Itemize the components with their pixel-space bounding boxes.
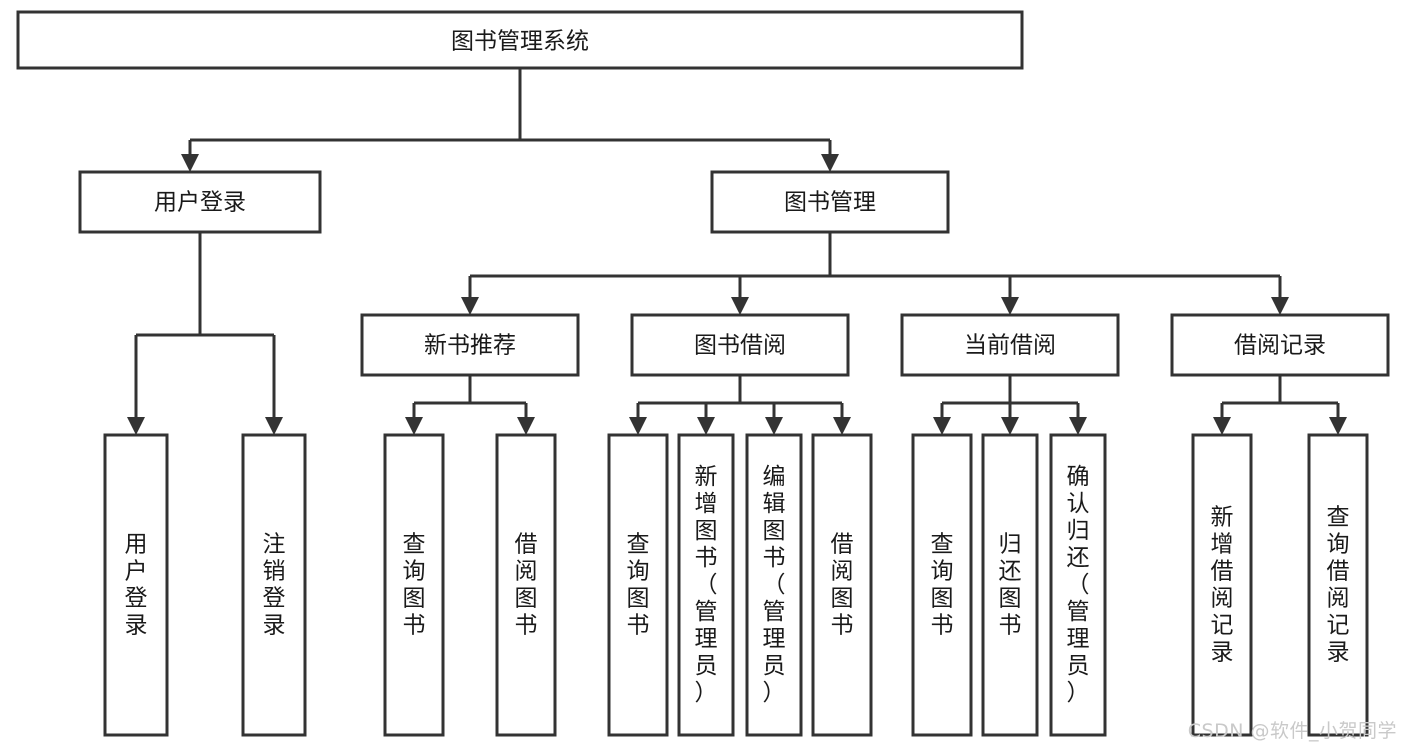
leaf-add-record-box[interactable] (1191, 433, 1253, 737)
node-current-borrow-box[interactable] (900, 313, 1120, 377)
node-root[interactable]: 图书管理系统 (16, 10, 1024, 70)
arrow-to-leaf-user-logout (265, 417, 283, 435)
arrow-to-book-admin (821, 154, 839, 172)
leaf-query-book-2[interactable]: 查询图书 (607, 433, 669, 737)
arrow-to-book-borrow (731, 297, 749, 315)
leaf-borrow-book-1-box[interactable] (495, 433, 557, 737)
leaf-borrow-book-1[interactable]: 借阅图书 (495, 433, 557, 737)
leaf-borrow-book-1-label: 借阅图书 (515, 531, 538, 638)
leaf-confirm-return[interactable]: 确认归还（管理员） (1049, 433, 1107, 737)
leaf-add-book-label: 新增图书（管理员） (695, 464, 718, 706)
node-book-admin[interactable]: 图书管理 (710, 170, 950, 234)
leaf-add-book[interactable]: 新增图书（管理员） (677, 433, 735, 737)
arrow-to-leaf-edit-book (765, 417, 783, 435)
node-new-book-rec-label: 新书推荐 (424, 333, 516, 359)
node-borrow-record-label: 借阅记录 (1234, 333, 1326, 359)
node-user-login[interactable]: 用户登录 (78, 170, 322, 234)
arrow-to-leaf-add-record (1213, 417, 1231, 435)
node-book-borrow[interactable]: 图书借阅 (630, 313, 850, 377)
leaf-borrow-book-2-box[interactable] (811, 433, 873, 737)
leaf-user-logout[interactable]: 注销登录 (241, 433, 307, 737)
leaf-user-logout-label: 注销登录 (263, 531, 286, 638)
leaf-add-record[interactable]: 新增借阅记录 (1191, 433, 1253, 737)
node-book-admin-label: 图书管理 (784, 190, 876, 216)
leaf-add-book-box[interactable] (677, 433, 735, 737)
leaf-confirm-return-box[interactable] (1049, 433, 1107, 737)
leaf-user-logout-box[interactable] (241, 433, 307, 737)
leaf-query-book-1[interactable]: 查询图书 (383, 433, 445, 737)
node-current-borrow-label: 当前借阅 (964, 333, 1056, 359)
node-user-login-box[interactable] (78, 170, 322, 234)
node-user-login-label: 用户登录 (154, 190, 246, 216)
leaf-edit-book-box[interactable] (745, 433, 803, 737)
connectors-group (127, 68, 1347, 435)
arrow-to-leaf-query-book-3 (933, 417, 951, 435)
leaf-query-book-1-label: 查询图书 (403, 531, 426, 638)
arrow-to-leaf-return-book (1001, 417, 1019, 435)
arrow-to-leaf-user-login (127, 417, 145, 435)
node-borrow-record[interactable]: 借阅记录 (1170, 313, 1390, 377)
leaf-user-login-box[interactable] (103, 433, 169, 737)
leaf-return-book[interactable]: 归还图书 (981, 433, 1039, 737)
leaf-query-record-box[interactable] (1307, 433, 1369, 737)
arrow-to-leaf-confirm-return (1069, 417, 1087, 435)
leaf-user-login[interactable]: 用户登录 (103, 433, 169, 737)
leaf-edit-book[interactable]: 编辑图书（管理员） (745, 433, 803, 737)
node-current-borrow[interactable]: 当前借阅 (900, 313, 1120, 377)
leaf-add-record-label: 新增借阅记录 (1211, 504, 1234, 665)
arrow-to-leaf-borrow-book-1 (517, 417, 535, 435)
arrow-to-leaf-add-book (697, 417, 715, 435)
node-new-book-rec[interactable]: 新书推荐 (360, 313, 580, 377)
leaf-query-book-1-box[interactable] (383, 433, 445, 737)
arrow-to-leaf-query-record (1329, 417, 1347, 435)
arrow-to-user-login (181, 154, 199, 172)
leaf-query-record[interactable]: 查询借阅记录 (1307, 433, 1369, 737)
leaf-query-record-label: 查询借阅记录 (1327, 504, 1350, 665)
leaf-edit-book-label: 编辑图书（管理员） (763, 464, 786, 706)
leaf-query-book-2-box[interactable] (607, 433, 669, 737)
node-root-box[interactable] (16, 10, 1024, 70)
arrow-to-current-borrow (1001, 297, 1019, 315)
leaf-query-book-3-box[interactable] (911, 433, 973, 737)
leaf-query-book-3-label: 查询图书 (931, 531, 954, 638)
arrow-to-borrow-record (1271, 297, 1289, 315)
node-new-book-rec-box[interactable] (360, 313, 580, 377)
arrow-to-leaf-query-book-2 (629, 417, 647, 435)
node-borrow-record-box[interactable] (1170, 313, 1390, 377)
arrow-to-leaf-query-book-1 (405, 417, 423, 435)
leaf-borrow-book-2[interactable]: 借阅图书 (811, 433, 873, 737)
node-book-borrow-box[interactable] (630, 313, 850, 377)
node-root-label: 图书管理系统 (451, 29, 589, 55)
leaf-borrow-book-2-label: 借阅图书 (831, 531, 854, 638)
leaf-return-book-box[interactable] (981, 433, 1039, 737)
leaf-query-book-2-label: 查询图书 (627, 531, 650, 638)
node-book-borrow-label: 图书借阅 (694, 333, 786, 359)
node-book-admin-box[interactable] (710, 170, 950, 234)
leaf-query-book-3[interactable]: 查询图书 (911, 433, 973, 737)
arrow-to-leaf-borrow-book-2 (833, 417, 851, 435)
leaf-user-login-label: 用户登录 (125, 531, 148, 638)
leaf-return-book-label: 归还图书 (999, 531, 1022, 638)
leaf-confirm-return-label: 确认归还（管理员） (1067, 464, 1090, 706)
arrow-to-new-book-rec (461, 297, 479, 315)
